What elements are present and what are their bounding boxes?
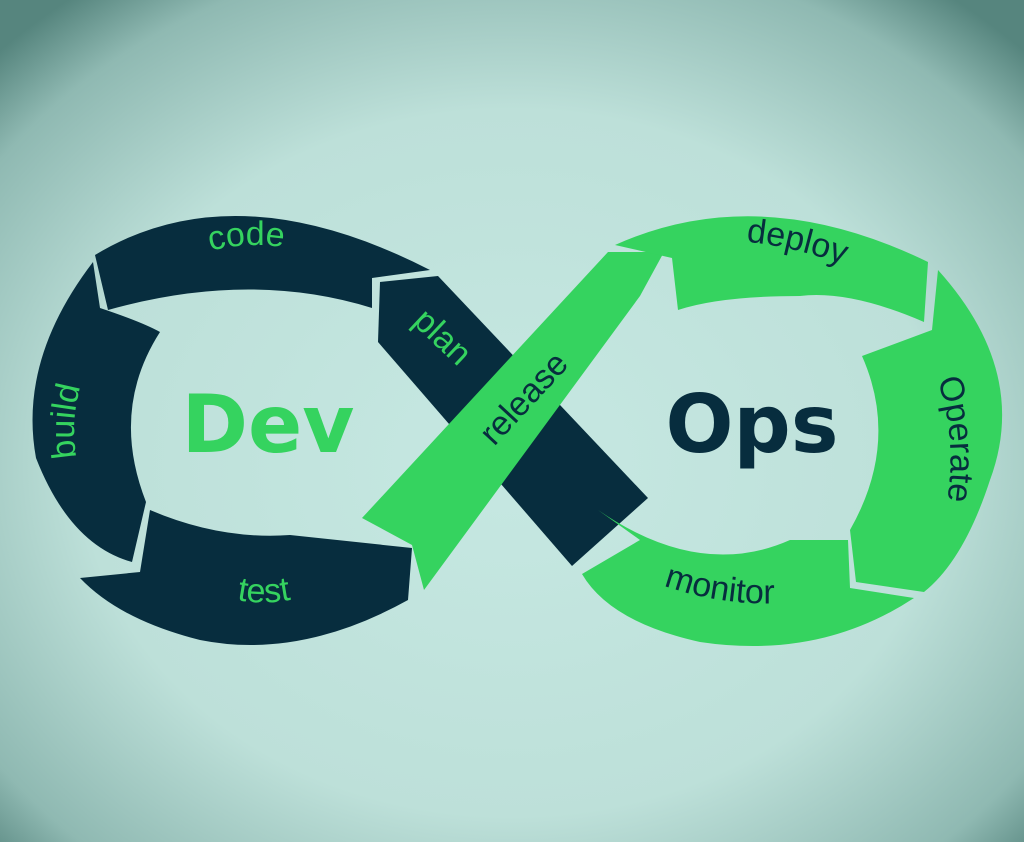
dev-loop — [32, 215, 648, 645]
segment-code — [95, 215, 430, 310]
segment-operate — [850, 270, 1003, 592]
segment-label-build: build — [44, 380, 88, 461]
segment-build — [32, 262, 160, 562]
dev-center-label: Dev — [182, 378, 355, 471]
segment-label-test: test — [235, 570, 293, 611]
segment-release — [362, 252, 664, 590]
ops-loop — [362, 216, 1003, 647]
segment-deploy — [615, 216, 928, 322]
segment-test — [80, 510, 412, 645]
ops-center-label: Ops — [666, 378, 839, 471]
segment-monitor — [582, 510, 914, 647]
